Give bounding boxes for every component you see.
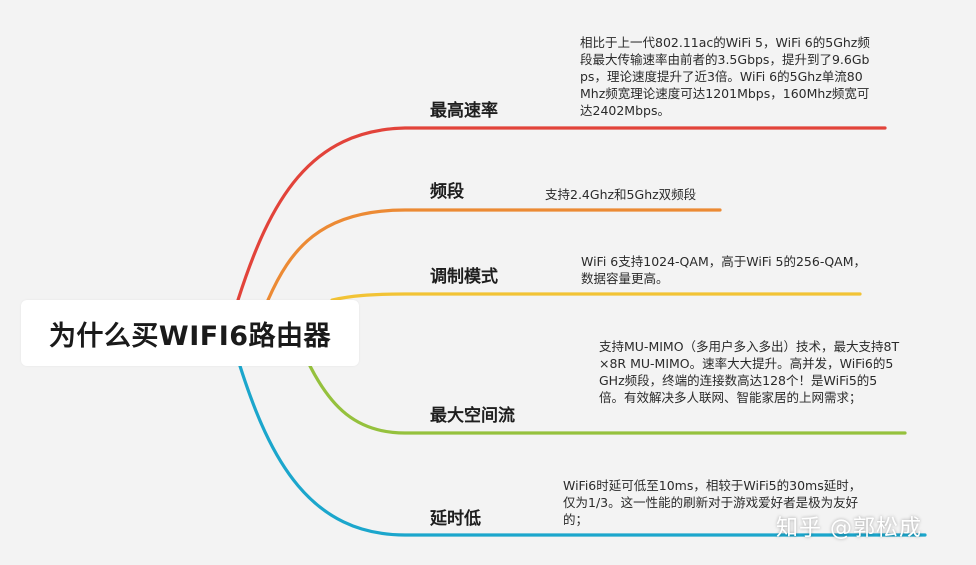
branch-note-max-speed: 相比于上一代802.11ac的WiFi 5，WiFi 6的5Ghz频段最大传输速… bbox=[580, 35, 870, 118]
branch-note-modulation: WiFi 6支持1024-QAM，高于WiFi 5的256-QAM，数据容量更高… bbox=[581, 254, 867, 286]
watermark: 知乎 @郭松成 bbox=[776, 516, 922, 541]
branch-label-spatial-stream[interactable]: 最大空间流 bbox=[430, 406, 515, 426]
connector-curve-modulation bbox=[330, 292, 862, 302]
connector-curve-max-speed bbox=[236, 126, 887, 302]
branch-label-latency[interactable]: 延时低 bbox=[430, 509, 481, 529]
connector-curve-band bbox=[266, 208, 722, 302]
branch-note-latency: WiFi6时延可低至10ms，相较于WiFi5的30ms延时，仅为1/3。这一性… bbox=[563, 478, 862, 527]
branch-note-band: 支持2.4Ghz和5Ghz双频段 bbox=[545, 187, 697, 202]
root-topic-label: 为什么买WIFI6路由器 bbox=[48, 320, 332, 352]
connector-curve-spatial-stream bbox=[308, 364, 907, 435]
branch-label-max-speed[interactable]: 最高速率 bbox=[430, 101, 498, 121]
branch-note-spatial-stream: 支持MU-MIMO（多用户多入多出）技术，最大支持8T×8R MU-MIMO。速… bbox=[599, 339, 900, 405]
root-topic[interactable]: 为什么买WIFI6路由器 bbox=[21, 300, 359, 366]
branch-label-modulation[interactable]: 调制模式 bbox=[430, 267, 498, 287]
connector-curve-latency bbox=[238, 364, 927, 537]
branch-label-band[interactable]: 频段 bbox=[430, 182, 464, 202]
